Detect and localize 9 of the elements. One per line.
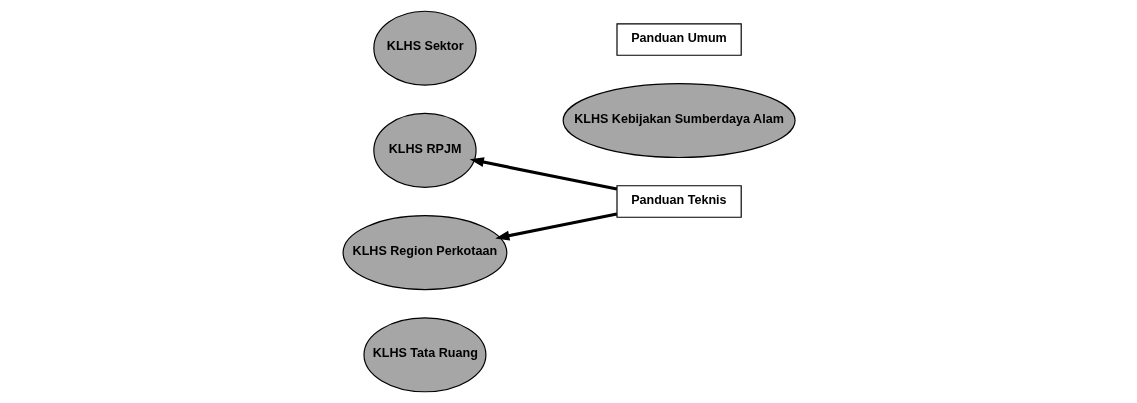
node-ellipse: KLHS Kebijakan Sumberdaya Alam (562, 83, 796, 159)
node-ellipse: KLHS Sektor (372, 10, 477, 86)
node-box: Panduan Umum (615, 23, 742, 56)
node-ellipse: KLHS Tata Ruang (362, 317, 486, 393)
node-ellipse: KLHS Region Perkotaan (342, 215, 507, 291)
node-box: Panduan Teknis (615, 185, 742, 218)
arrow (469, 157, 617, 191)
node-ellipse: KLHS RPJM (372, 112, 477, 188)
arrow (494, 212, 617, 241)
